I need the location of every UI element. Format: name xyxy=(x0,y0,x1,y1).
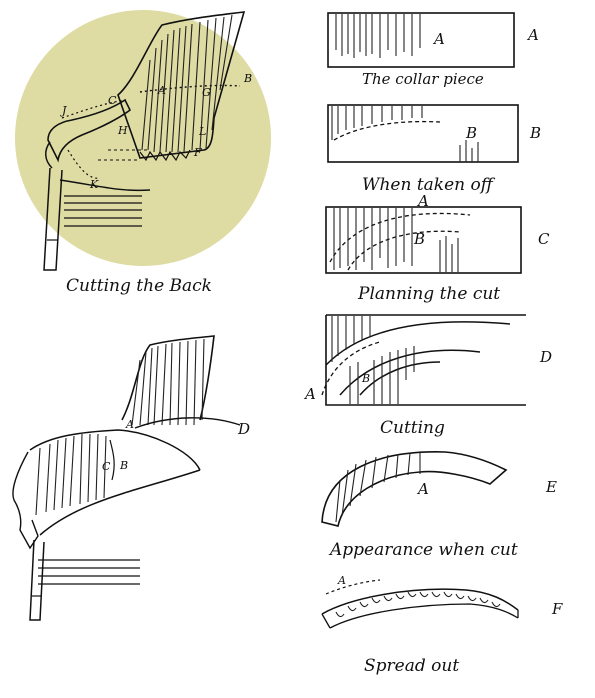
caption-cutting-the-back: Cutting the Back xyxy=(66,276,212,296)
label-f: F xyxy=(194,146,202,159)
step-c-strip xyxy=(325,206,522,274)
label-bottom-c: C xyxy=(102,460,111,473)
label-j: J xyxy=(62,104,67,117)
step-d-inner-label-a: A xyxy=(305,385,316,403)
step-b-strip xyxy=(327,104,519,163)
step-e-letter: E xyxy=(546,478,557,496)
step-a-letter: A xyxy=(528,26,539,44)
step-d-letter: D xyxy=(540,348,553,366)
label-bottom-b: B xyxy=(120,459,129,472)
step-a-caption: The collar piece xyxy=(362,70,484,88)
label-c: C xyxy=(108,94,117,107)
step-e-inner-label: A xyxy=(418,480,429,498)
step-b-caption: When taken off xyxy=(362,175,493,195)
step-e-arc xyxy=(321,451,508,527)
step-a-strip xyxy=(327,12,515,68)
step-e-caption: Appearance when cut xyxy=(330,540,518,560)
step-c-letter: C xyxy=(538,230,550,248)
step-b-letter: B xyxy=(530,124,542,142)
step-d-caption: Cutting xyxy=(380,418,445,438)
step-c-inner-label-b: B xyxy=(414,230,426,248)
step-c-inner-label-a: A xyxy=(418,192,429,210)
step-d-inner-label-b: B xyxy=(362,372,371,385)
step-f-letter: F xyxy=(552,600,563,618)
label-b: B xyxy=(244,72,253,85)
label-h: H xyxy=(118,124,128,137)
chair-back-figure xyxy=(12,335,241,621)
step-b-inner-label: B xyxy=(466,124,478,142)
step-f-ruffle xyxy=(321,579,519,629)
label-k: K xyxy=(90,178,99,191)
cutting-the-back-figure xyxy=(15,10,271,271)
label-l: L xyxy=(199,125,207,138)
step-a-inner-label: A xyxy=(434,30,445,48)
step-d-strip xyxy=(321,314,526,406)
label-bottom-d: D xyxy=(238,420,251,438)
step-c-caption: Planning the cut xyxy=(358,284,501,304)
step-f-inner-label: A xyxy=(338,574,346,587)
step-f-caption: Spread out xyxy=(364,656,460,676)
label-g: G xyxy=(202,86,211,99)
label-bottom-a: A xyxy=(126,418,134,431)
label-a: A xyxy=(158,84,166,97)
